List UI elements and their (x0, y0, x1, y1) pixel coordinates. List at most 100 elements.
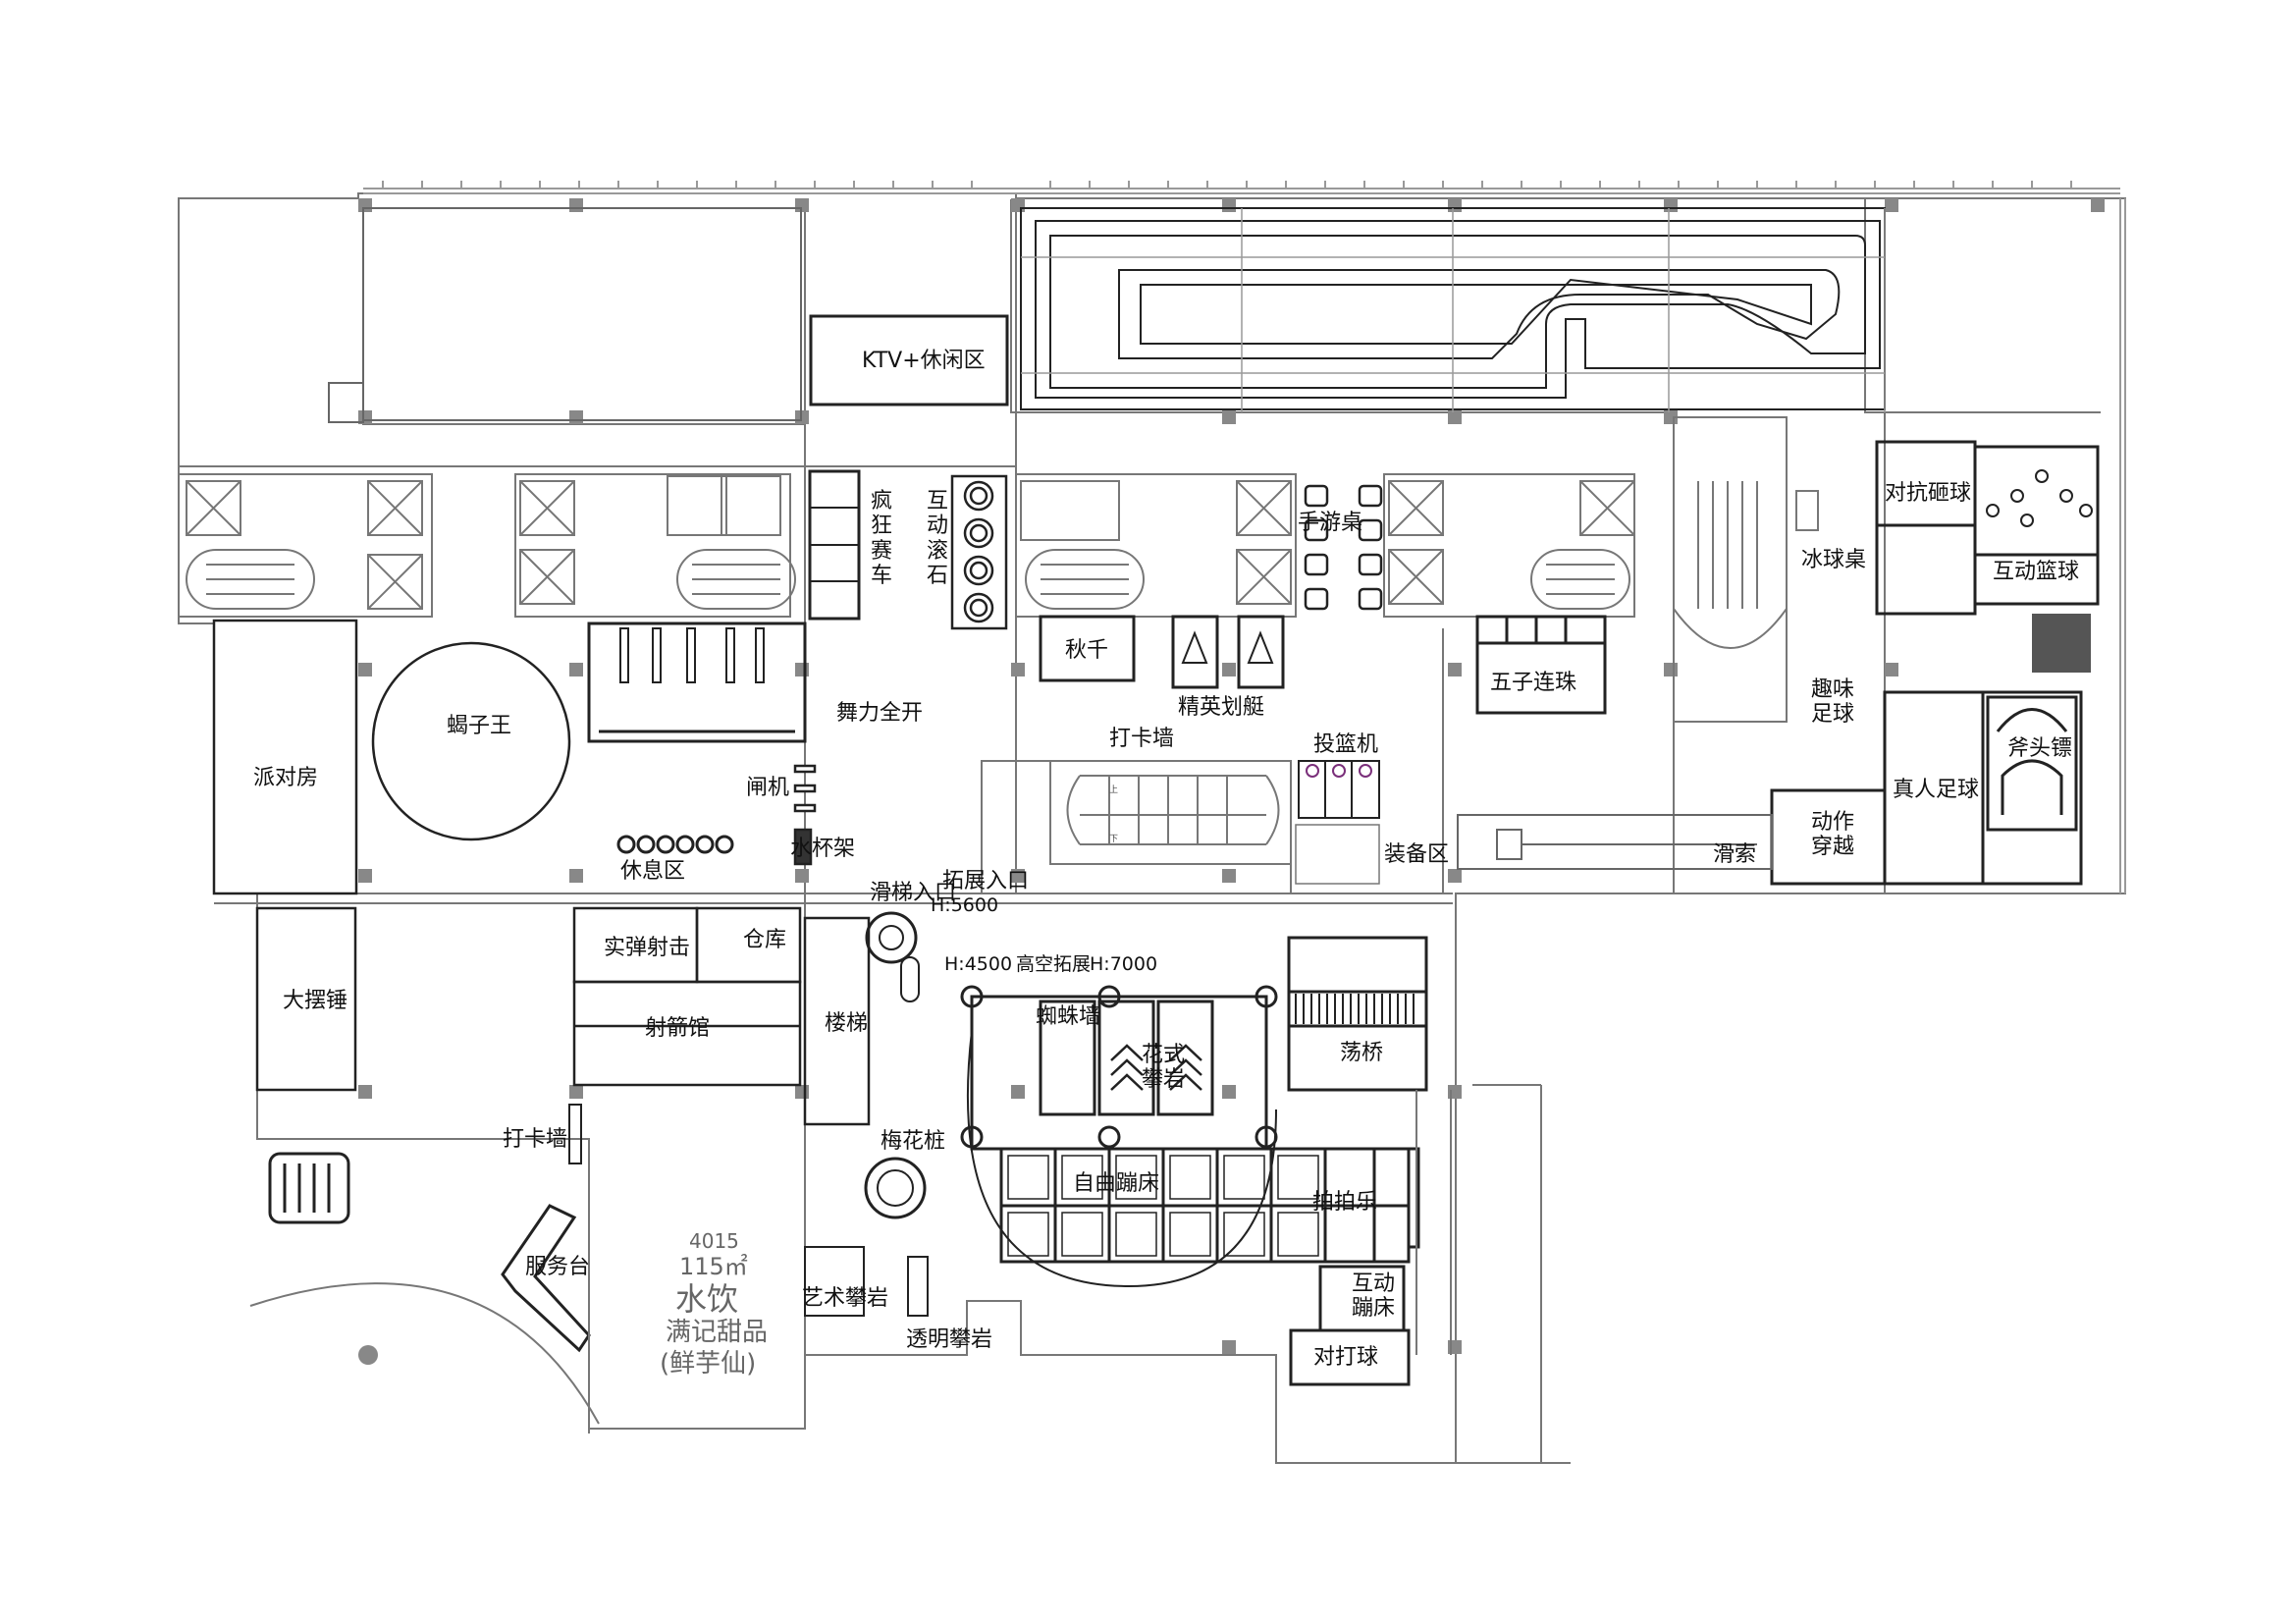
bottom-games (1289, 1265, 1411, 1386)
right-stair (1673, 416, 1819, 723)
label-dodgeball: 对打球 (1313, 1345, 1379, 1370)
swing-bridge (1287, 936, 1428, 1092)
label-ktv: KTV+休闲区 (862, 349, 986, 373)
label-human-football: 真人足球 (1893, 778, 1980, 802)
label-interactive-basketball: 互动篮球 (1993, 560, 2080, 584)
label-plum-pile: 梅花桩 (881, 1129, 946, 1154)
party-room (212, 619, 358, 895)
lower-curve (249, 1282, 600, 1425)
label-paikule: 拍拍乐 (1312, 1190, 1378, 1215)
center-stair (981, 760, 1292, 894)
label-ice-hockey-table: 冰球桌 (1801, 548, 1867, 572)
label-confront-smash: 对抗砸球 (1885, 481, 1972, 506)
label-sky-expansion: 高空拓展 (1016, 953, 1092, 975)
service-desk-shape (501, 1204, 591, 1353)
shooting-block (255, 906, 871, 1126)
label-party-room: 派对房 (253, 766, 319, 790)
label-axe-throw: 斧头镖 (2007, 736, 2073, 761)
stair-marker-up: 上 (1109, 785, 1119, 795)
track-grid (1021, 208, 1886, 412)
label-h4500: H:4500 (944, 953, 1013, 975)
marker-dot (358, 1345, 378, 1365)
label-expansion-entry: 拓展入口 (942, 869, 1030, 893)
label-gomoku: 五子连珠 (1490, 671, 1577, 695)
label-fun-football: 趣味足球 (1811, 677, 1855, 728)
art-climbing-wall (804, 1246, 865, 1317)
label-equipment-area: 装备区 (1384, 842, 1450, 867)
label-h5600: H:5600 (931, 894, 999, 916)
label-elite-rowing: 精英划艇 (1178, 695, 1265, 720)
gate (793, 764, 817, 866)
right-games (1875, 440, 2100, 616)
label-shop-type: 水饮 (675, 1280, 739, 1318)
label-cup-rack: 水杯架 (790, 837, 856, 861)
trampoline-cells (1007, 1155, 1319, 1257)
label-scorpion-king: 蝎子王 (447, 714, 512, 738)
label-action-cross: 动作穿越 (1811, 810, 1855, 860)
slide-chute (900, 956, 920, 1002)
label-shop-brand2: (鲜芋仙) (660, 1349, 757, 1379)
label-dance-power: 舞力全开 (836, 701, 924, 726)
label-shop-brand: 满记甜品 (666, 1318, 769, 1347)
stair-marker-down: 下 (1109, 835, 1119, 844)
wall-hatch (363, 181, 2126, 893)
label-slide-entry: 滑梯入口 (870, 881, 957, 905)
label-spider-wall: 蜘蛛墙 (1036, 1004, 1101, 1029)
climb-chevrons (1110, 1044, 1202, 1091)
boats (1181, 630, 1274, 664)
label-handheld-game: 手游桌 (1298, 511, 1363, 535)
label-checkin-wall-lower: 打卡墙 (503, 1127, 568, 1152)
label-big-pendulum: 大摆锤 (283, 989, 348, 1013)
scorpion-king-ring (371, 641, 571, 841)
label-checkin-wall-upper: 打卡墙 (1109, 727, 1175, 751)
center-games (1039, 615, 1607, 715)
dance-pads (619, 627, 765, 683)
label-live-shooting: 实弹射击 (604, 936, 691, 960)
left-core (178, 473, 796, 618)
slide-core (879, 925, 904, 950)
label-stairs: 楼梯 (825, 1011, 869, 1036)
label-shop-no: 4015 (689, 1229, 739, 1253)
sky-arc (966, 1030, 1277, 1288)
slide-spiral (865, 911, 918, 964)
basketball-machines (1298, 760, 1380, 819)
bridge-planks (1295, 994, 1415, 1024)
dark-block (2032, 614, 2091, 673)
equipment-box (1295, 824, 1380, 885)
label-basketball-machine: 投篮机 (1313, 732, 1379, 757)
label-fancy-climbing: 花式攀岩 (1142, 1043, 1186, 1093)
basketball-pins (1986, 469, 2093, 527)
zipline (1457, 814, 1773, 870)
checkin-wall-lower-bar (568, 1104, 582, 1164)
massage-chair (268, 1152, 350, 1224)
label-interactive-trampoline: 互动蹦床 (1352, 1271, 1396, 1322)
transparent-climbing-wall (907, 1256, 929, 1317)
right-lower-corridor (1415, 1084, 1571, 1464)
label-swing: 秋千 (1065, 638, 1109, 663)
ktv-box (809, 314, 1009, 406)
center-core (1015, 473, 1635, 618)
label-shop-area: 115㎡ (679, 1253, 748, 1280)
dance-stage (587, 622, 807, 743)
label-service-desk: 服务台 (525, 1255, 591, 1279)
label-rest-area: 休息区 (620, 859, 686, 884)
racing-seat-dividers (810, 507, 859, 582)
label-h7000: H:7000 (1090, 953, 1158, 975)
rolling-stones (950, 474, 1008, 630)
trampoline-grid (999, 1147, 1420, 1264)
label-transparent-climbing: 透明攀岩 (906, 1327, 993, 1352)
top-left-room (328, 207, 802, 423)
plum-pile (864, 1157, 927, 1219)
hoops (1306, 764, 1372, 778)
racing-track (1020, 207, 1886, 410)
game-tables (1304, 484, 1383, 611)
label-warehouse: 仓库 (743, 928, 787, 952)
plum-pile-inner (877, 1169, 914, 1207)
label-swing-bridge: 荡桥 (1340, 1041, 1384, 1065)
label-gate: 闸机 (746, 776, 790, 800)
label-interactive-rolling-stone: 互动滚石 (926, 489, 948, 588)
label-crazy-racing: 疯狂赛车 (870, 489, 892, 588)
rest-tables (616, 835, 734, 854)
label-free-trampoline: 自由蹦床 (1073, 1171, 1160, 1196)
